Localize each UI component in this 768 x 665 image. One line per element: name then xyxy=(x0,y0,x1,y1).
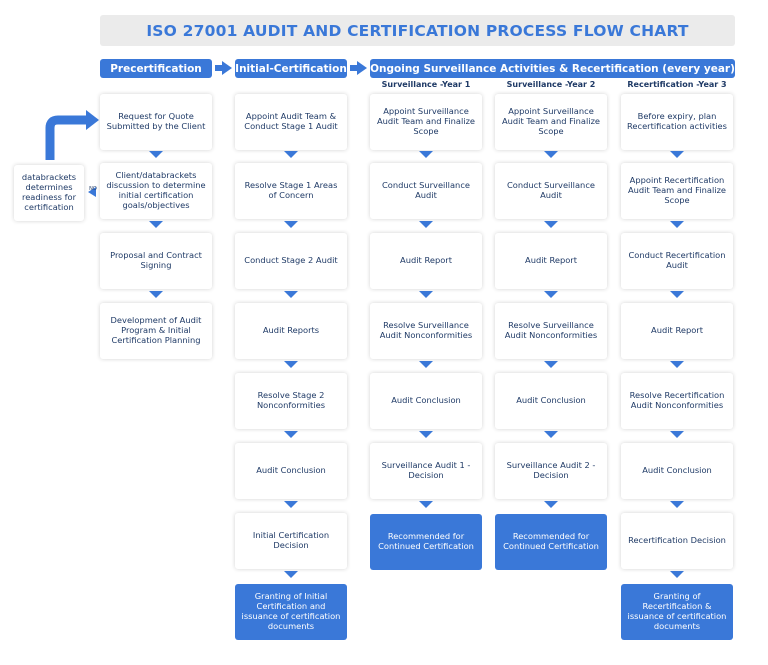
down-arrow xyxy=(284,571,298,578)
no-label: NO xyxy=(89,186,97,192)
pre-step-4: Development of Audit Program & Initial C… xyxy=(100,303,212,359)
y2-step-3: Audit Report xyxy=(495,233,607,289)
down-arrow xyxy=(284,501,298,508)
initial-step-7: Initial Certification Decision xyxy=(235,513,347,569)
loop-connector-path xyxy=(45,115,88,160)
phase-arrow-1-head xyxy=(222,61,232,75)
down-arrow xyxy=(149,291,163,298)
pre-step-2: Client/databrackets discussion to determ… xyxy=(100,163,212,219)
down-arrow xyxy=(419,501,433,508)
phase-ongoing: Ongoing Surveillance Activities & Recert… xyxy=(370,59,735,78)
initial-step-1: Appoint Audit Team & Conduct Stage 1 Aud… xyxy=(235,94,347,150)
pre-step-1: Request for Quote Submitted by the Clien… xyxy=(100,94,212,150)
down-arrow xyxy=(544,501,558,508)
down-arrow xyxy=(544,291,558,298)
down-arrow xyxy=(670,501,684,508)
down-arrow xyxy=(419,361,433,368)
y3-step-6: Audit Conclusion xyxy=(621,443,733,499)
down-arrow xyxy=(670,431,684,438)
initial-step-3: Conduct Stage 2 Audit xyxy=(235,233,347,289)
down-arrow xyxy=(544,361,558,368)
down-arrow xyxy=(670,571,684,578)
y1-step-7: Recommended for Continued Certification xyxy=(370,514,482,570)
y2-step-2: Conduct Surveillance Audit xyxy=(495,163,607,219)
initial-step-2: Resolve Stage 1 Areas of Concern xyxy=(235,163,347,219)
y3-step-8: Granting of Recertification & issuance o… xyxy=(621,584,733,640)
down-arrow xyxy=(419,431,433,438)
initial-step-6: Audit Conclusion xyxy=(235,443,347,499)
colhead-year3: Recertification -Year 3 xyxy=(627,80,727,89)
y3-step-5: Resolve Recertification Audit Nonconform… xyxy=(621,373,733,429)
down-arrow xyxy=(544,221,558,228)
down-arrow xyxy=(149,151,163,158)
y3-step-4: Audit Report xyxy=(621,303,733,359)
down-arrow xyxy=(419,291,433,298)
y2-step-5: Audit Conclusion xyxy=(495,373,607,429)
colhead-year1: Surveillance -Year 1 xyxy=(381,80,471,89)
down-arrow xyxy=(419,151,433,158)
y2-step-4: Resolve Surveillance Audit Nonconformiti… xyxy=(495,303,607,359)
phase-precertification: Precertification xyxy=(100,59,212,78)
down-arrow xyxy=(149,221,163,228)
y1-step-5: Audit Conclusion xyxy=(370,373,482,429)
down-arrow xyxy=(670,291,684,298)
down-arrow xyxy=(419,221,433,228)
down-arrow xyxy=(284,151,298,158)
y1-step-3: Audit Report xyxy=(370,233,482,289)
down-arrow xyxy=(670,361,684,368)
y1-step-1: Appoint Surveillance Audit Team and Fina… xyxy=(370,94,482,150)
phase-arrow-1 xyxy=(215,65,222,71)
initial-step-8: Granting of Initial Certification and is… xyxy=(235,584,347,640)
y2-step-1: Appoint Surveillance Audit Team and Fina… xyxy=(495,94,607,150)
down-arrow xyxy=(670,151,684,158)
pre-step-3: Proposal and Contract Signing xyxy=(100,233,212,289)
y2-step-6: Surveillance Audit 2 - Decision xyxy=(495,443,607,499)
down-arrow xyxy=(284,361,298,368)
no-arrow-head xyxy=(88,187,96,197)
y2-step-7: Recommended for Continued Certification xyxy=(495,514,607,570)
down-arrow xyxy=(284,431,298,438)
y1-step-2: Conduct Surveillance Audit xyxy=(370,163,482,219)
down-arrow xyxy=(670,221,684,228)
initial-step-4: Audit Reports xyxy=(235,303,347,359)
down-arrow xyxy=(544,151,558,158)
chart-title: ISO 27001 AUDIT AND CERTIFICATION PROCES… xyxy=(100,15,735,46)
y3-step-1: Before expiry, plan Recertification acti… xyxy=(621,94,733,150)
y1-step-4: Resolve Surveillance Audit Nonconformiti… xyxy=(370,303,482,359)
initial-step-5: Resolve Stage 2 Nonconformities xyxy=(235,373,347,429)
phase-initial-certification: Initial-Certification xyxy=(235,59,347,78)
phase-arrow-2-head xyxy=(357,61,367,75)
y3-step-3: Conduct Recertification Audit xyxy=(621,233,733,289)
colhead-year2: Surveillance -Year 2 xyxy=(506,80,596,89)
loop-connector-head xyxy=(86,110,99,130)
down-arrow xyxy=(544,431,558,438)
down-arrow xyxy=(284,221,298,228)
y1-step-6: Surveillance Audit 1 - Decision xyxy=(370,443,482,499)
y3-step-2: Appoint Recertification Audit Team and F… xyxy=(621,163,733,219)
side-readiness-box: databrackets determines readiness for ce… xyxy=(14,165,84,221)
y3-step-7: Recertification Decision xyxy=(621,513,733,569)
phase-arrow-2 xyxy=(350,65,357,71)
down-arrow xyxy=(284,291,298,298)
